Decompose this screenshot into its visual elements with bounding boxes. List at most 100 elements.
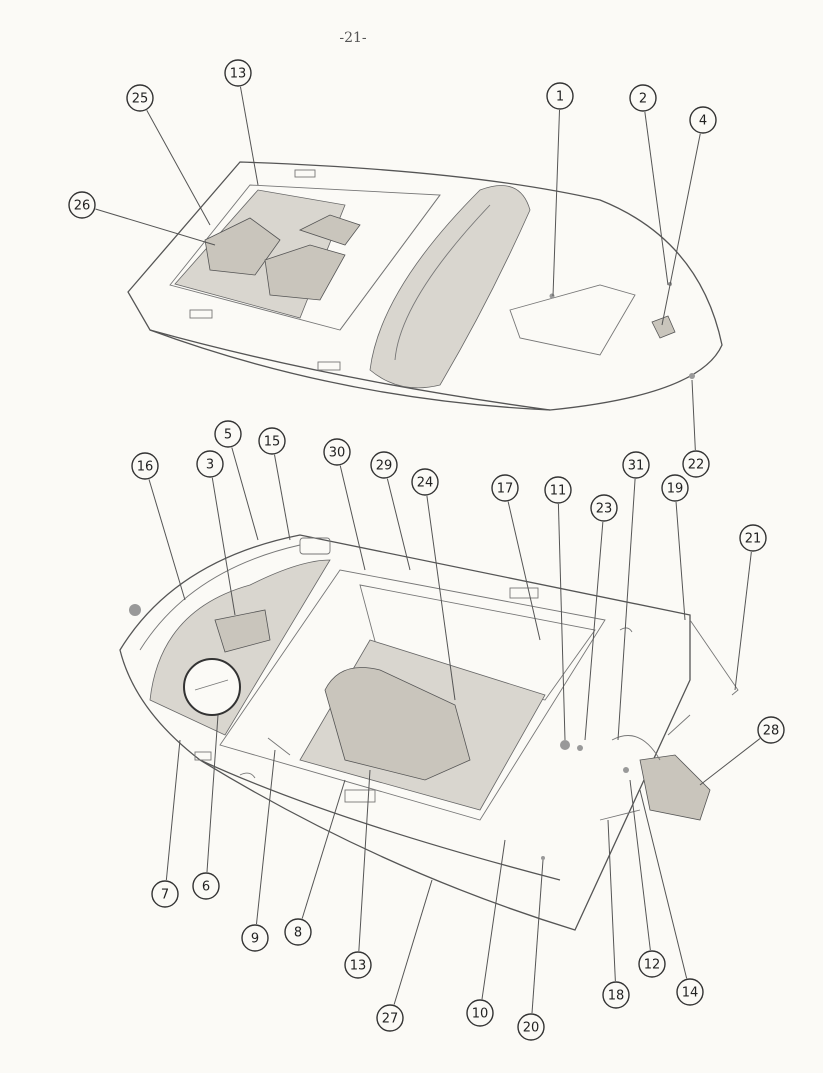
callout-number: 15 — [264, 435, 281, 450]
leader-line — [358, 769, 371, 952]
callout-circle — [344, 951, 372, 979]
callout-top-boat-22: 22 — [682, 379, 710, 478]
leader-line — [255, 749, 276, 925]
callout-number: 13 — [230, 67, 247, 82]
callout-number: 29 — [376, 459, 393, 474]
callout-bottom-boat-15: 15 — [258, 427, 291, 541]
callout-bottom-boat-27: 27 — [376, 879, 433, 1032]
leader-line — [386, 478, 411, 571]
callout-number: 3 — [206, 458, 214, 473]
top-boat — [127, 161, 723, 411]
leader-line — [734, 551, 752, 691]
callout-number: 10 — [472, 1007, 489, 1022]
callout-circle — [622, 451, 650, 479]
callout-number: 17 — [497, 482, 514, 497]
leader-line — [644, 111, 669, 286]
callout-number: 28 — [763, 724, 780, 739]
callout-number: 21 — [745, 532, 762, 547]
callout-number: 7 — [161, 888, 169, 903]
leader-line — [629, 779, 651, 951]
leader-line — [206, 714, 219, 873]
callout-number: 19 — [667, 482, 684, 497]
callout-bottom-boat-11: 11 — [544, 476, 572, 741]
leader-line — [617, 478, 636, 741]
callout-circle — [411, 468, 439, 496]
callout-number: 23 — [596, 502, 613, 517]
callout-number: 25 — [132, 92, 149, 107]
callout-bottom-boat-19: 19 — [661, 474, 689, 621]
callout-bottom-boat-16: 16 — [131, 452, 186, 601]
page-number: -21- — [339, 30, 367, 46]
leader-line — [146, 110, 211, 226]
callout-circle — [590, 494, 618, 522]
callout-bottom-boat-3: 3 — [196, 450, 236, 616]
callout-circle — [682, 450, 710, 478]
leader-line — [481, 839, 506, 1000]
callout-bottom-boat-23: 23 — [584, 494, 618, 741]
callout-circle — [376, 1004, 404, 1032]
callout-circle — [192, 872, 220, 900]
callout-top-boat-25: 25 — [126, 84, 211, 226]
callout-bottom-boat-24: 24 — [411, 468, 456, 701]
leader-line — [301, 779, 346, 919]
callout-number: 2 — [639, 92, 647, 107]
callout-number: 5 — [224, 428, 232, 443]
leader-line — [661, 133, 701, 326]
callout-circle — [602, 981, 630, 1009]
callout-circle — [676, 978, 704, 1006]
callout-number: 18 — [608, 989, 625, 1004]
callout-circle — [131, 452, 159, 480]
callout-bottom-boat-18: 18 — [602, 819, 630, 1009]
callout-circle — [757, 716, 785, 744]
leader-line — [675, 501, 686, 621]
callout-circle — [258, 427, 286, 455]
callout-circle — [629, 84, 657, 112]
callout-circle — [491, 474, 519, 502]
callout-circle — [323, 438, 351, 466]
callout-circle — [370, 451, 398, 479]
leader-line — [211, 477, 236, 616]
callout-number: 26 — [74, 199, 91, 214]
callout-bottom-boat-31: 31 — [617, 451, 650, 741]
leader-line — [239, 86, 259, 186]
callout-bottom-boat-5: 5 — [214, 420, 259, 541]
leader-line — [557, 503, 566, 741]
callout-number: 20 — [523, 1021, 540, 1036]
callout-bottom-boat-28: 28 — [699, 716, 785, 786]
callout-circle — [689, 106, 717, 134]
callout-number: 27 — [382, 1012, 399, 1027]
callout-number: 16 — [137, 460, 154, 475]
leader-line — [691, 379, 696, 451]
leader-line — [231, 447, 259, 541]
callout-number: 13 — [350, 959, 367, 974]
leader-line — [165, 739, 181, 881]
callout-bottom-boat-13: 13 — [344, 769, 372, 979]
callout-number: 22 — [688, 458, 705, 473]
callout-circle — [546, 82, 574, 110]
leader-line — [531, 859, 544, 1014]
callout-number: 8 — [294, 926, 302, 941]
callout-bottom-boat-9: 9 — [241, 749, 276, 952]
callout-circle — [214, 420, 242, 448]
callout-bottom-boat-7: 7 — [151, 739, 181, 908]
callout-number: 31 — [628, 459, 645, 474]
callout-number: 24 — [417, 476, 434, 491]
leader-line — [148, 479, 186, 601]
leader-line — [699, 738, 761, 786]
leader-line — [607, 819, 616, 982]
callout-bottom-boat-17: 17 — [491, 474, 541, 641]
callout-bottom-boat-12: 12 — [629, 779, 666, 978]
leader-line — [426, 495, 456, 701]
callout-circle — [284, 918, 312, 946]
bottom-boat — [119, 534, 739, 931]
callout-top-boat-4: 4 — [661, 106, 717, 326]
callout-number: 14 — [682, 986, 699, 1001]
callout-number: 9 — [251, 932, 259, 947]
callout-number: 30 — [329, 446, 346, 461]
callout-circle — [466, 999, 494, 1027]
leader-line — [339, 465, 366, 571]
callout-top-boat-26: 26 — [68, 191, 216, 246]
callout-circle — [739, 524, 767, 552]
